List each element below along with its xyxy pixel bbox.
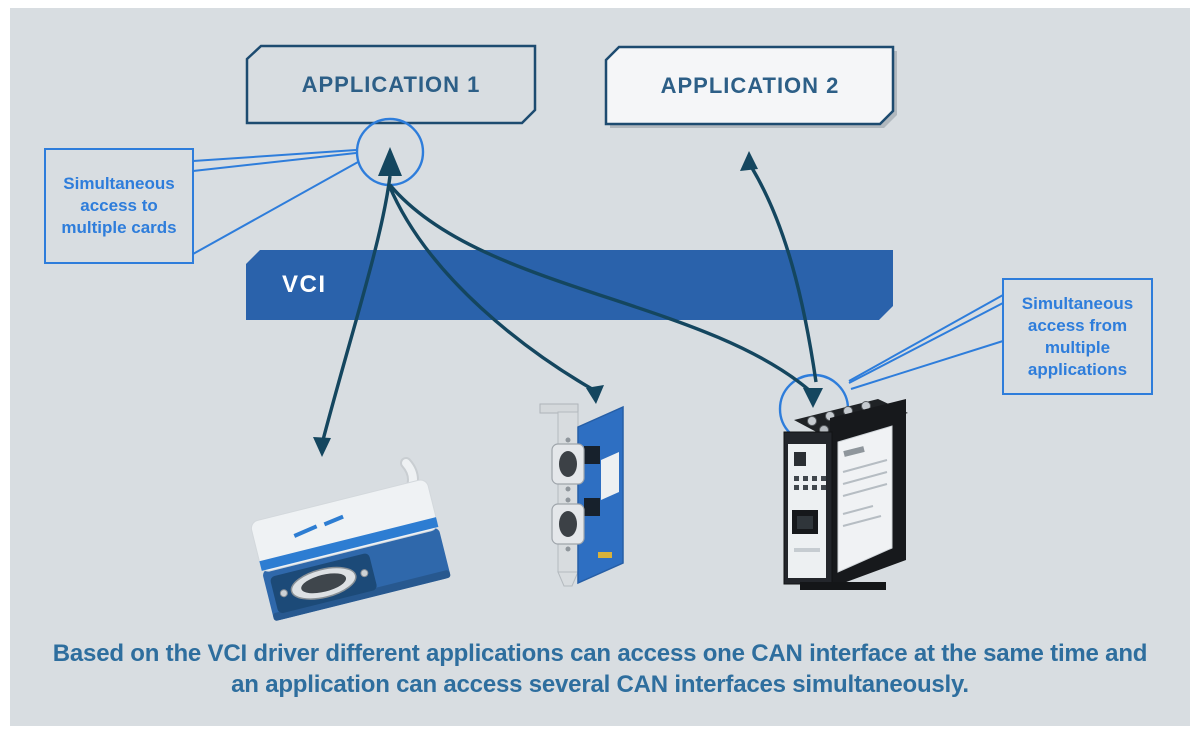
arrow-din-to-application2-shaft bbox=[750, 167, 818, 383]
din-rail-can-module-icon bbox=[783, 399, 908, 590]
callout-right-pointer-line-1 bbox=[848, 294, 1004, 382]
callout-left-line-3: multiple cards bbox=[61, 218, 177, 237]
arrowhead-up-application2 bbox=[740, 151, 758, 171]
callout-left-line-1: Simultaneous bbox=[63, 174, 175, 193]
vci-bar-label: VCI bbox=[282, 271, 327, 298]
callout-left-pointer-line-3 bbox=[192, 161, 359, 255]
arrow-usb-to-application1-shaft bbox=[321, 175, 392, 441]
callout-right-pointer-line-2 bbox=[848, 302, 1004, 384]
arrow-application1-to-pci-shaft bbox=[387, 184, 593, 391]
callout-right-line-2: access from bbox=[1027, 315, 1128, 335]
usb-to-can-adapter-icon bbox=[250, 457, 451, 621]
arrowhead-down-pci bbox=[586, 385, 604, 404]
panel-background bbox=[10, 8, 1190, 726]
callout-left-pointer-line-2 bbox=[192, 152, 357, 172]
diagram-caption: Based on the VCI driver different applic… bbox=[10, 638, 1190, 700]
callout-right-box bbox=[1002, 278, 1153, 395]
callout-left-line-2: access to bbox=[80, 196, 158, 215]
usb-adapter-top-face bbox=[250, 479, 438, 572]
caption-line-2: an application can access several CAN in… bbox=[231, 671, 969, 698]
callout-left-text: Simultaneous access to multiple cards bbox=[47, 151, 191, 261]
application1-box bbox=[245, 44, 537, 125]
callout-right-text: Simultaneous access from multiple applic… bbox=[1005, 281, 1150, 392]
callout-right-line-3: multiple bbox=[1044, 337, 1111, 357]
flow-arrowheads bbox=[313, 147, 823, 457]
application2-label: APPLICATION 2 bbox=[660, 72, 840, 98]
arrowhead-down-usb bbox=[313, 437, 331, 457]
callout-left-pointer-line-1 bbox=[192, 149, 357, 162]
din-side-label bbox=[837, 425, 893, 573]
pci-can-interface-card-icon bbox=[539, 403, 624, 587]
callout-right-pointer-line-3 bbox=[850, 340, 1004, 390]
arrowhead-down-din bbox=[803, 388, 823, 408]
arrowhead-up-application1 bbox=[378, 147, 402, 176]
arrow-application1-to-din-shaft bbox=[388, 183, 811, 392]
callout-right-line-4: applications bbox=[1027, 359, 1128, 379]
callout-right-line-1: Simultaneous bbox=[1021, 293, 1134, 313]
flow-arrows bbox=[321, 167, 818, 441]
pci-chip-label bbox=[601, 452, 619, 500]
application1-label: APPLICATION 1 bbox=[301, 71, 481, 97]
caption-line-1: Based on the VCI driver different applic… bbox=[52, 640, 1148, 667]
application2-box bbox=[604, 45, 895, 126]
callout-left-box bbox=[44, 148, 194, 264]
